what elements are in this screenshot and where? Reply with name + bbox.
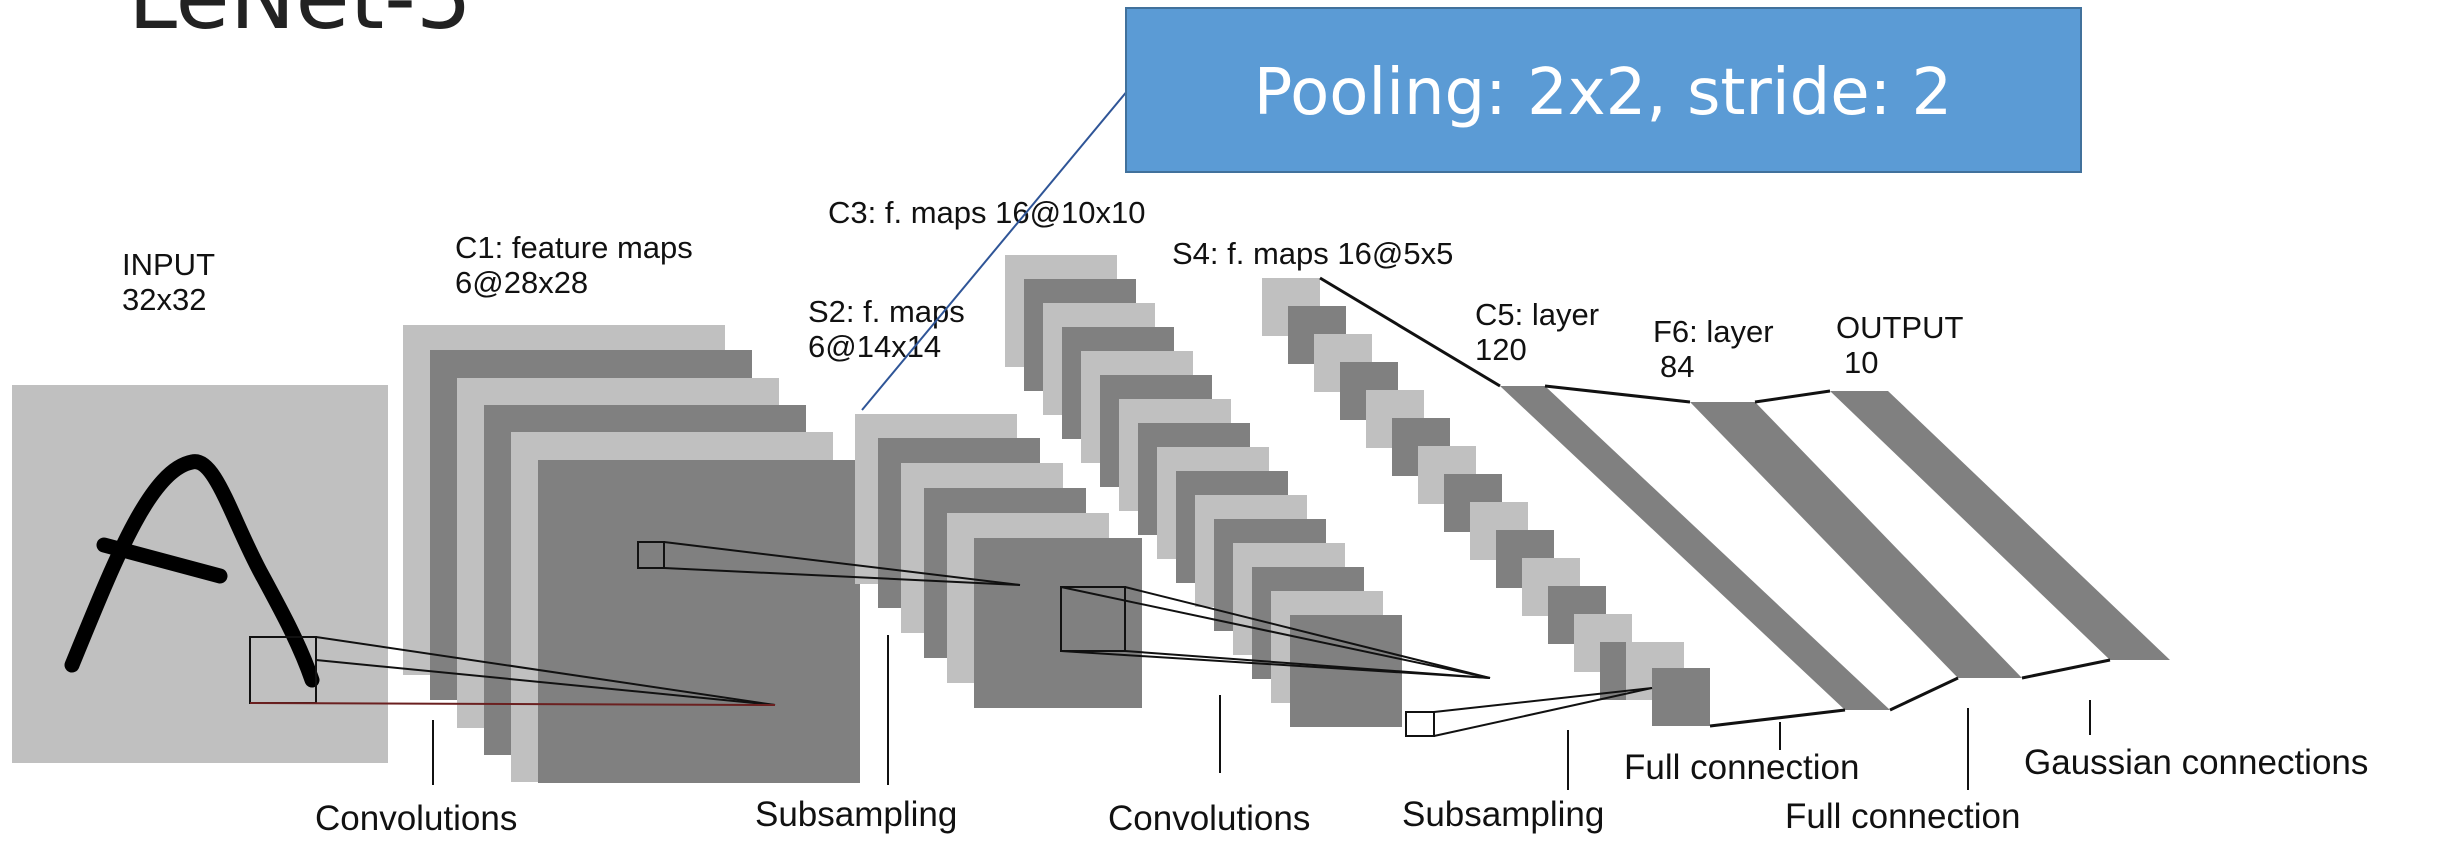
conv1-projection-line xyxy=(315,659,776,706)
c3-receptive-field xyxy=(1405,711,1435,737)
s2-label-name: S2: f. maps xyxy=(808,294,965,329)
f6-layer xyxy=(1690,402,2022,678)
c5-label-size: 120 xyxy=(1475,332,1527,367)
s2-receptive-field xyxy=(1060,586,1126,652)
callout-pointer-line xyxy=(861,65,1149,411)
f6-label-name: F6: layer xyxy=(1653,314,1774,349)
sub1-caption: Subsampling xyxy=(755,795,957,834)
output-layer xyxy=(1830,391,2170,660)
input-label-name: INPUT xyxy=(122,247,215,282)
conv2-projection-line xyxy=(1124,586,1491,679)
s4-c5-connection-line xyxy=(1319,276,1501,388)
c5-f6-connection-line xyxy=(1544,384,1691,404)
callout-box xyxy=(1125,7,2082,173)
f6-output-connection-line xyxy=(2021,658,2111,680)
s2-label-size: 6@14x14 xyxy=(808,329,941,364)
output-label-size: 10 xyxy=(1844,345,1878,380)
s4-map xyxy=(1652,668,1710,726)
c1-map xyxy=(538,460,860,783)
s2-map xyxy=(974,538,1142,708)
c1-label-name: C1: feature maps xyxy=(455,230,693,265)
sub2-projection-line xyxy=(1433,687,1653,737)
sub2-projection-line xyxy=(1433,687,1653,713)
callout-text: Pooling: 2x2, stride: 2 xyxy=(1254,56,1952,130)
conv1-projection-line xyxy=(315,636,776,706)
sub1-projection-line xyxy=(663,567,1021,586)
conv1-caption: Convolutions xyxy=(315,799,517,838)
s2-feature-maps xyxy=(855,414,1142,708)
gauss-caption: Gaussian connections xyxy=(2024,743,2368,782)
s4-c5-connection-line xyxy=(1709,708,1846,728)
full2-caption: Full connection xyxy=(1785,797,2020,836)
operation-ticks xyxy=(432,635,2091,790)
c1-receptive-field xyxy=(637,541,665,569)
c5-layer xyxy=(1500,386,1890,710)
full1-caption: Full connection xyxy=(1624,748,1859,787)
conv2-caption: Convolutions xyxy=(1108,799,1310,838)
c1-feature-maps xyxy=(403,325,860,783)
conv1-projection-line xyxy=(249,702,776,706)
c5-f6-connection-line xyxy=(1889,676,1959,712)
f6-label-size: 84 xyxy=(1660,349,1694,384)
output-label-name: OUTPUT xyxy=(1836,310,1964,345)
sub1-projection-line xyxy=(663,541,1021,586)
sub2-caption: Subsampling xyxy=(1402,795,1604,834)
input-letter-a-crossbar xyxy=(96,537,228,584)
c1-label-size: 6@28x28 xyxy=(455,265,588,300)
c5-label-name: C5: layer xyxy=(1475,297,1599,332)
page-title: LeNet-5 xyxy=(128,0,472,49)
conv2-projection-line xyxy=(1060,586,1491,679)
f6-output-connection-line xyxy=(1754,389,1831,404)
s4-label: S4: f. maps 16@5x5 xyxy=(1172,236,1453,271)
c3-label: C3: f. maps 16@10x10 xyxy=(828,195,1146,230)
s4-feature-maps xyxy=(1262,278,1710,726)
input-label-size: 32x32 xyxy=(122,282,206,317)
conv2-projection-line xyxy=(1060,650,1491,679)
